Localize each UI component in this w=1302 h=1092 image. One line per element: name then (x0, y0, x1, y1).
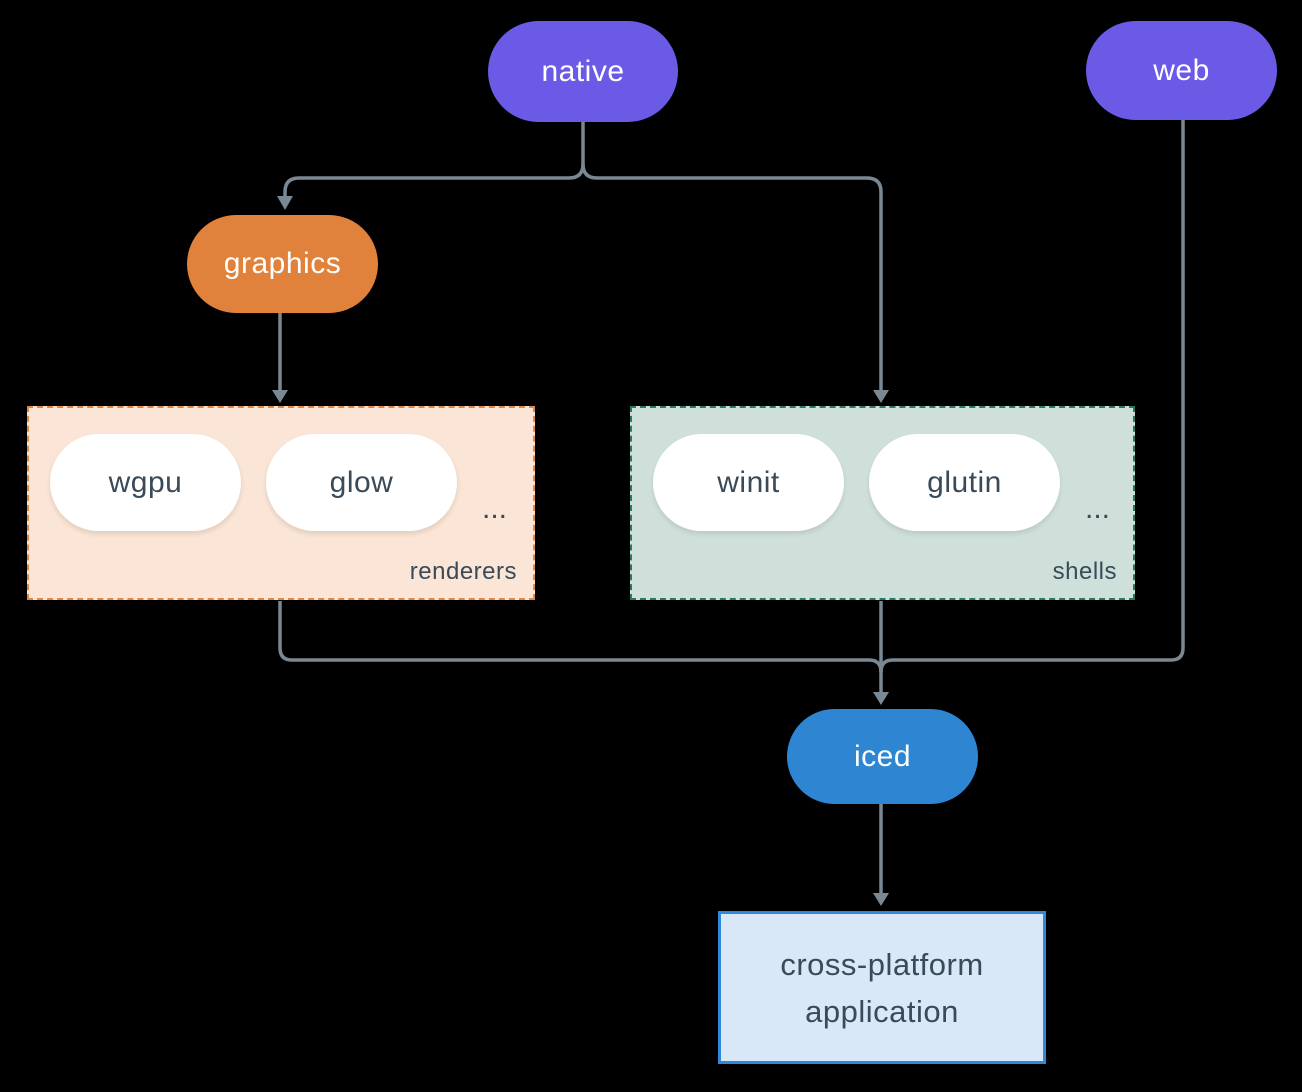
shells-group-label: shells (1052, 558, 1117, 585)
node-glow-label: glow (329, 465, 394, 499)
edge-renderers-iced (278, 601, 883, 673)
renderers-group-label: renderers (409, 558, 517, 585)
arrowhead-renderers (272, 390, 288, 403)
group-renderers: wgpu glow ... renderers (27, 406, 535, 600)
node-glutin: glutin (869, 434, 1060, 531)
node-cross-platform-application: cross-platform application (718, 911, 1046, 1064)
application-label-line1: cross-platform (780, 946, 984, 982)
node-glutin-label: glutin (927, 465, 1002, 499)
edge-native-shells (581, 163, 883, 391)
node-glow: glow (266, 434, 457, 531)
edge-native-graphics (283, 122, 585, 197)
arrowhead-graphics (277, 196, 293, 210)
renderers-ellipsis: ... (482, 492, 508, 525)
arrowhead-application (873, 893, 889, 906)
node-graphics-label: graphics (223, 247, 342, 280)
group-shells: winit glutin ... shells (630, 406, 1135, 600)
node-iced-label: iced (853, 739, 912, 773)
node-iced: iced (787, 709, 978, 804)
arrowhead-iced (873, 692, 889, 705)
node-web-label: web (1153, 53, 1210, 87)
node-wgpu: wgpu (50, 434, 241, 531)
node-graphics: graphics (187, 215, 378, 313)
arrowhead-shells (873, 390, 889, 403)
shells-ellipsis: ... (1085, 492, 1111, 525)
node-web: web (1086, 21, 1277, 120)
application-label-line2: application (805, 993, 959, 1029)
node-native-label: native (541, 54, 625, 88)
node-winit-label: winit (717, 465, 780, 499)
node-winit: winit (653, 434, 844, 531)
node-wgpu-label: wgpu (108, 465, 183, 499)
node-native: native (488, 21, 678, 122)
